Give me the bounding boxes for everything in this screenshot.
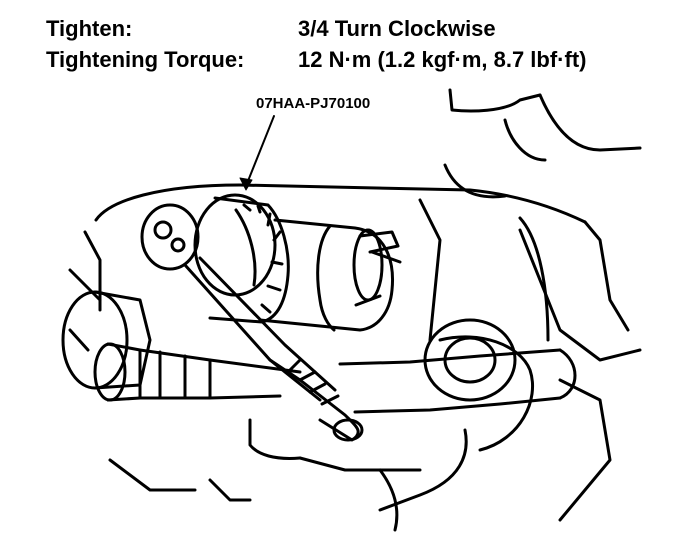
engine-mount [61,290,517,402]
callout-leader-line [239,115,275,191]
torque-value: 12 N·m (1.2 kgf·m, 8.7 lbf·ft) [298,47,587,72]
tighten-label: Tighten: [46,16,133,41]
tool-callout-label: 07HAA-PJ70100 [256,95,371,112]
engine-block-outline [68,88,642,532]
ratchet-handle [140,203,364,442]
filter-socket-tool [193,193,290,324]
tighten-value: 3/4 Turn Clockwise [298,16,496,41]
oil-filter [258,218,402,332]
torque-label: Tightening Torque: [46,47,245,72]
extension-bar [93,342,577,414]
